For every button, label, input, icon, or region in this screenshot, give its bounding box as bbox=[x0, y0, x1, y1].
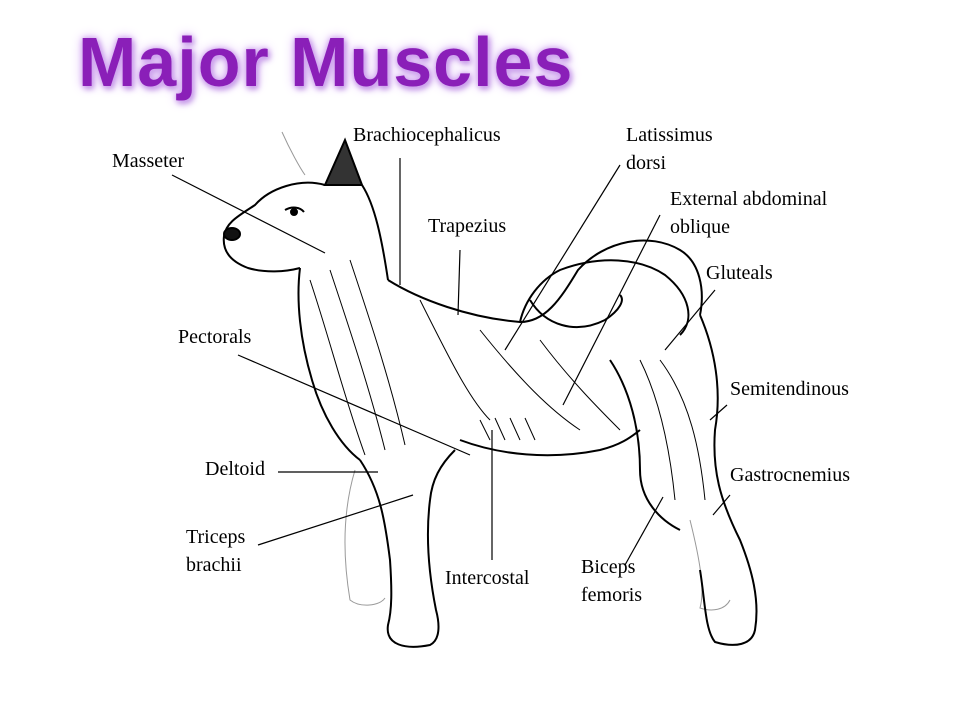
label-trapezius: Trapezius bbox=[428, 215, 507, 237]
leader-gluteals bbox=[664, 289, 716, 351]
leader-biceps bbox=[624, 496, 664, 566]
label-pectorals: Pectorals bbox=[178, 326, 252, 348]
leader-gastrocnemius bbox=[712, 494, 731, 516]
label-external-oblique-line1: External abdominal bbox=[670, 188, 828, 210]
label-biceps-line2: femoris bbox=[581, 584, 643, 606]
label-biceps-line1: Biceps bbox=[581, 556, 636, 578]
leader-masseter bbox=[171, 174, 326, 254]
label-latissimus-line2: dorsi bbox=[626, 152, 666, 174]
label-gluteals: Gluteals bbox=[706, 262, 773, 284]
leader-latissimus bbox=[504, 164, 621, 351]
label-triceps-line1: Triceps bbox=[186, 526, 246, 548]
label-gastrocnemius: Gastrocnemius bbox=[730, 464, 850, 486]
label-latissimus-line1: Latissimus bbox=[626, 124, 713, 146]
label-triceps-line2: brachii bbox=[186, 554, 242, 576]
label-masseter: Masseter bbox=[112, 150, 185, 172]
page-title: Major Muscles bbox=[78, 23, 574, 101]
leader-external-oblique bbox=[562, 214, 661, 406]
leader-semitendinous bbox=[709, 404, 728, 421]
label-deltoid: Deltoid bbox=[205, 458, 265, 480]
dog-drawing bbox=[222, 131, 758, 648]
label-semitendinous: Semitendinous bbox=[730, 378, 849, 400]
leader-pectorals bbox=[237, 354, 471, 456]
label-intercostal: Intercostal bbox=[445, 567, 530, 589]
leader-trapezius bbox=[457, 249, 461, 316]
label-brachiocephalicus: Brachiocephalicus bbox=[353, 124, 501, 146]
label-external-oblique-line2: oblique bbox=[670, 216, 730, 238]
leader-triceps bbox=[257, 494, 414, 546]
leader-lines bbox=[171, 158, 731, 566]
